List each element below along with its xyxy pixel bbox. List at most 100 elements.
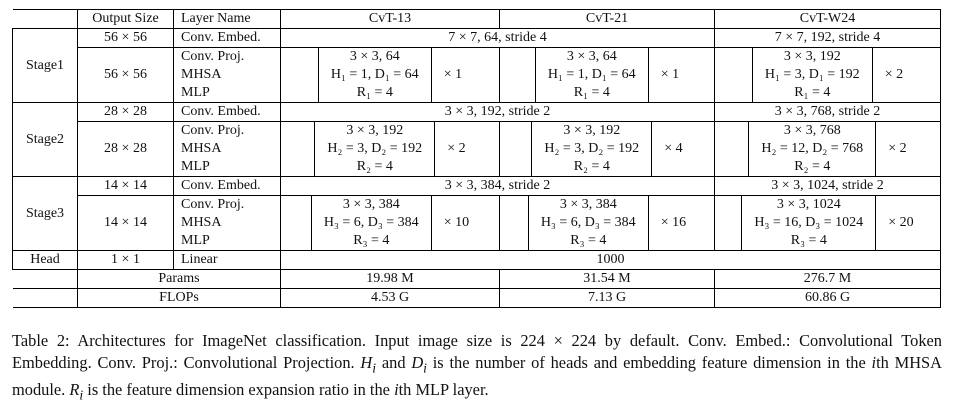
stage1-mlp-row: MLP xyxy=(13,84,941,103)
stage3-block-size: 14 × 14 xyxy=(77,195,174,251)
stage3-layer-mlp: MLP xyxy=(173,232,281,251)
header-cvt21: CvT-21 xyxy=(499,9,715,29)
stage3-block-row: 14 × 14 Conv. Proj. 3 × 3, 384 H₃ = 6, D₃… xyxy=(13,195,941,251)
stage3-cvt13-line3: R₃ = 4 xyxy=(353,233,390,248)
params-cvt13: 19.98 M xyxy=(280,269,500,289)
stage3-layer-proj: Conv. Proj. xyxy=(173,195,281,214)
params-cvtw24: 276.7 M xyxy=(714,269,941,289)
caption-part1: Table 2: Architectures for ImageNet clas… xyxy=(12,331,942,372)
stage1-embed-size: 56 × 56 xyxy=(77,28,174,48)
header-output-size: Output Size xyxy=(77,9,174,29)
stage2-cvt13-block: 3 × 3, 192 H₂ = 3, D₂ = 192 R₂ = 4 × 2 xyxy=(280,121,500,177)
header-cvt13: CvT-13 xyxy=(280,9,500,29)
caption-h-subscript: i xyxy=(372,360,377,376)
stage2-embed-cvt13-21: 3 × 3, 192, stride 2 xyxy=(280,102,715,122)
head-layer: Linear xyxy=(173,250,281,270)
stage2-embed-row: Stage2 28 × 28 Conv. Embed. 3 × 3, 192, … xyxy=(12,102,941,177)
caption-part4: is the feature dimension expansion ratio… xyxy=(83,380,395,400)
stage3-mhsa-row: MHSA xyxy=(13,214,941,232)
stage1-cvt13-line3: R₁ = 4 xyxy=(356,85,393,100)
stage3-cvtw24-line3: R₃ = 4 xyxy=(790,233,827,248)
stage1-cvt13-line1: 3 × 3, 64 xyxy=(349,49,400,64)
caption-r-subscript: i xyxy=(79,387,84,403)
stage1-layer-proj: Conv. Proj. xyxy=(173,47,281,66)
flops-row: FLOPs 4.53 G 7.13 G 60.86 G xyxy=(12,288,941,308)
caption-r-symbol: R xyxy=(69,380,80,400)
stage2-embed-layer: Conv. Embed. xyxy=(173,102,281,122)
stage2-cvt13-line2: H₂ = 3, D₂ = 192 xyxy=(327,141,423,156)
stage2-layer-mlp: MLP xyxy=(173,158,281,177)
header-layer-name: Layer Name xyxy=(173,9,281,29)
stage1-embed-row: Stage1 56 × 56 Conv. Embed. 7 × 7, 64, s… xyxy=(12,28,941,103)
stage3-cvt13-line1: 3 × 3, 384 xyxy=(342,197,400,212)
stage1-embed-layer: Conv. Embed. xyxy=(173,28,281,48)
flops-cvt13: 4.53 G xyxy=(280,288,500,308)
stage2-embed-cvtw24: 3 × 3, 768, stride 2 xyxy=(714,102,941,122)
stage2-cvtw24-mult: × 2 xyxy=(888,141,907,156)
flops-label: FLOPs xyxy=(77,288,281,308)
stage1-mhsa-row: MHSA xyxy=(13,66,941,84)
stage3-cvtw24-mult: × 20 xyxy=(888,215,914,230)
stage3-cvt13-line2: H₃ = 6, D₃ = 384 xyxy=(323,215,419,230)
stage2-mlp-row: MLP xyxy=(13,158,941,177)
caption-ith-mlp: i xyxy=(394,380,399,400)
stage1-cvt21-mult: × 1 xyxy=(660,67,680,82)
stage3-cvt21-mult: × 16 xyxy=(660,215,687,230)
stage2-cvt13-line1: 3 × 3, 192 xyxy=(346,123,404,138)
params-cvt21: 31.54 M xyxy=(499,269,715,289)
stage1-cvt21-block: 3 × 3, 64 H₁ = 1, D₁ = 64 R₁ = 4 × 1 xyxy=(499,47,715,103)
header-empty-cell xyxy=(12,9,78,29)
stage1-block-row: 56 × 56 Conv. Proj. 3 × 3, 64 H₁ = 1, D₁ … xyxy=(13,47,941,103)
stage1-cvtw24-mult: × 2 xyxy=(884,67,904,82)
stage3-cvt13-mult: × 10 xyxy=(443,215,470,230)
stage3-cvt21-line2: H₃ = 6, D₃ = 384 xyxy=(540,215,636,230)
stage1-cvtw24-line3: R₁ = 4 xyxy=(794,85,831,100)
stage3-cvt21-block: 3 × 3, 384 H₃ = 6, D₃ = 384 R₃ = 4 × 16 xyxy=(499,195,715,251)
stage2-cvt13-mult: × 2 xyxy=(447,141,466,156)
caption-h-symbol: H xyxy=(360,353,373,372)
stage2-layer-mhsa: MHSA xyxy=(173,140,281,158)
stage2-block-size: 28 × 28 xyxy=(77,121,174,177)
stage2-mhsa-row: MHSA xyxy=(13,140,941,158)
caption-ith-mhsa: i xyxy=(871,353,877,372)
stage3-embed-cvtw24: 3 × 3, 1024, stride 2 xyxy=(714,176,941,196)
params-row: Params 19.98 M 31.54 M 276.7 M xyxy=(12,269,941,289)
caption-d-subscript: i xyxy=(423,360,427,376)
stage3-embed-layer: Conv. Embed. xyxy=(173,176,281,196)
stage2-label: Stage2 xyxy=(12,102,78,177)
stage3-embed-size: 14 × 14 xyxy=(77,176,174,196)
caption-part2: is the number of heads and embedding fea… xyxy=(426,353,872,372)
stage2-cvt21-line2: H₂ = 3, D₂ = 192 xyxy=(544,141,640,156)
caption-part3: th MHSA module. xyxy=(12,353,942,400)
caption-and: and xyxy=(376,353,412,372)
stage1-label: Stage1 xyxy=(12,28,78,103)
stage2-cvtw24-line2: H₂ = 12, D₂ = 768 xyxy=(761,141,864,156)
stage2-cvt21-line3: R₂ = 4 xyxy=(573,159,610,174)
stage2-cvtw24-line1: 3 × 3, 768 xyxy=(783,123,841,138)
stage3-cvt21-line3: R₃ = 4 xyxy=(570,233,607,248)
stage1-cvt21-line2: H₁ = 1, D₁ = 64 xyxy=(547,67,636,82)
stage1-layer-mhsa: MHSA xyxy=(173,66,281,84)
stage2-cvt13-line3: R₂ = 4 xyxy=(356,159,393,174)
stage1-cvt13-mult: × 1 xyxy=(443,67,463,82)
caption-part5: th MLP layer. xyxy=(398,380,489,400)
head-row: Head 1 × 1 Linear 1000 xyxy=(12,250,941,270)
header-row: Output Size Layer Name CvT-13 CvT-21 CvT… xyxy=(12,9,941,29)
stage3-layer-mhsa: MHSA xyxy=(173,214,281,232)
stage1-cvt21-line3: R₁ = 4 xyxy=(573,85,610,100)
head-label: Head xyxy=(12,250,78,270)
stage3-cvt21-line1: 3 × 3, 384 xyxy=(559,197,617,212)
flops-cvt21: 7.13 G xyxy=(499,288,715,308)
stage1-embed-cvtw24: 7 × 7, 192, stride 4 xyxy=(714,28,941,48)
head-value: 1000 xyxy=(280,250,941,270)
stage1-block-size: 56 × 56 xyxy=(77,47,174,103)
params-empty-cell xyxy=(12,269,78,289)
params-label: Params xyxy=(77,269,281,289)
stage3-cvtw24-line1: 3 × 3, 1024 xyxy=(776,197,841,212)
stage1-cvt21-line1: 3 × 3, 64 xyxy=(566,49,617,64)
